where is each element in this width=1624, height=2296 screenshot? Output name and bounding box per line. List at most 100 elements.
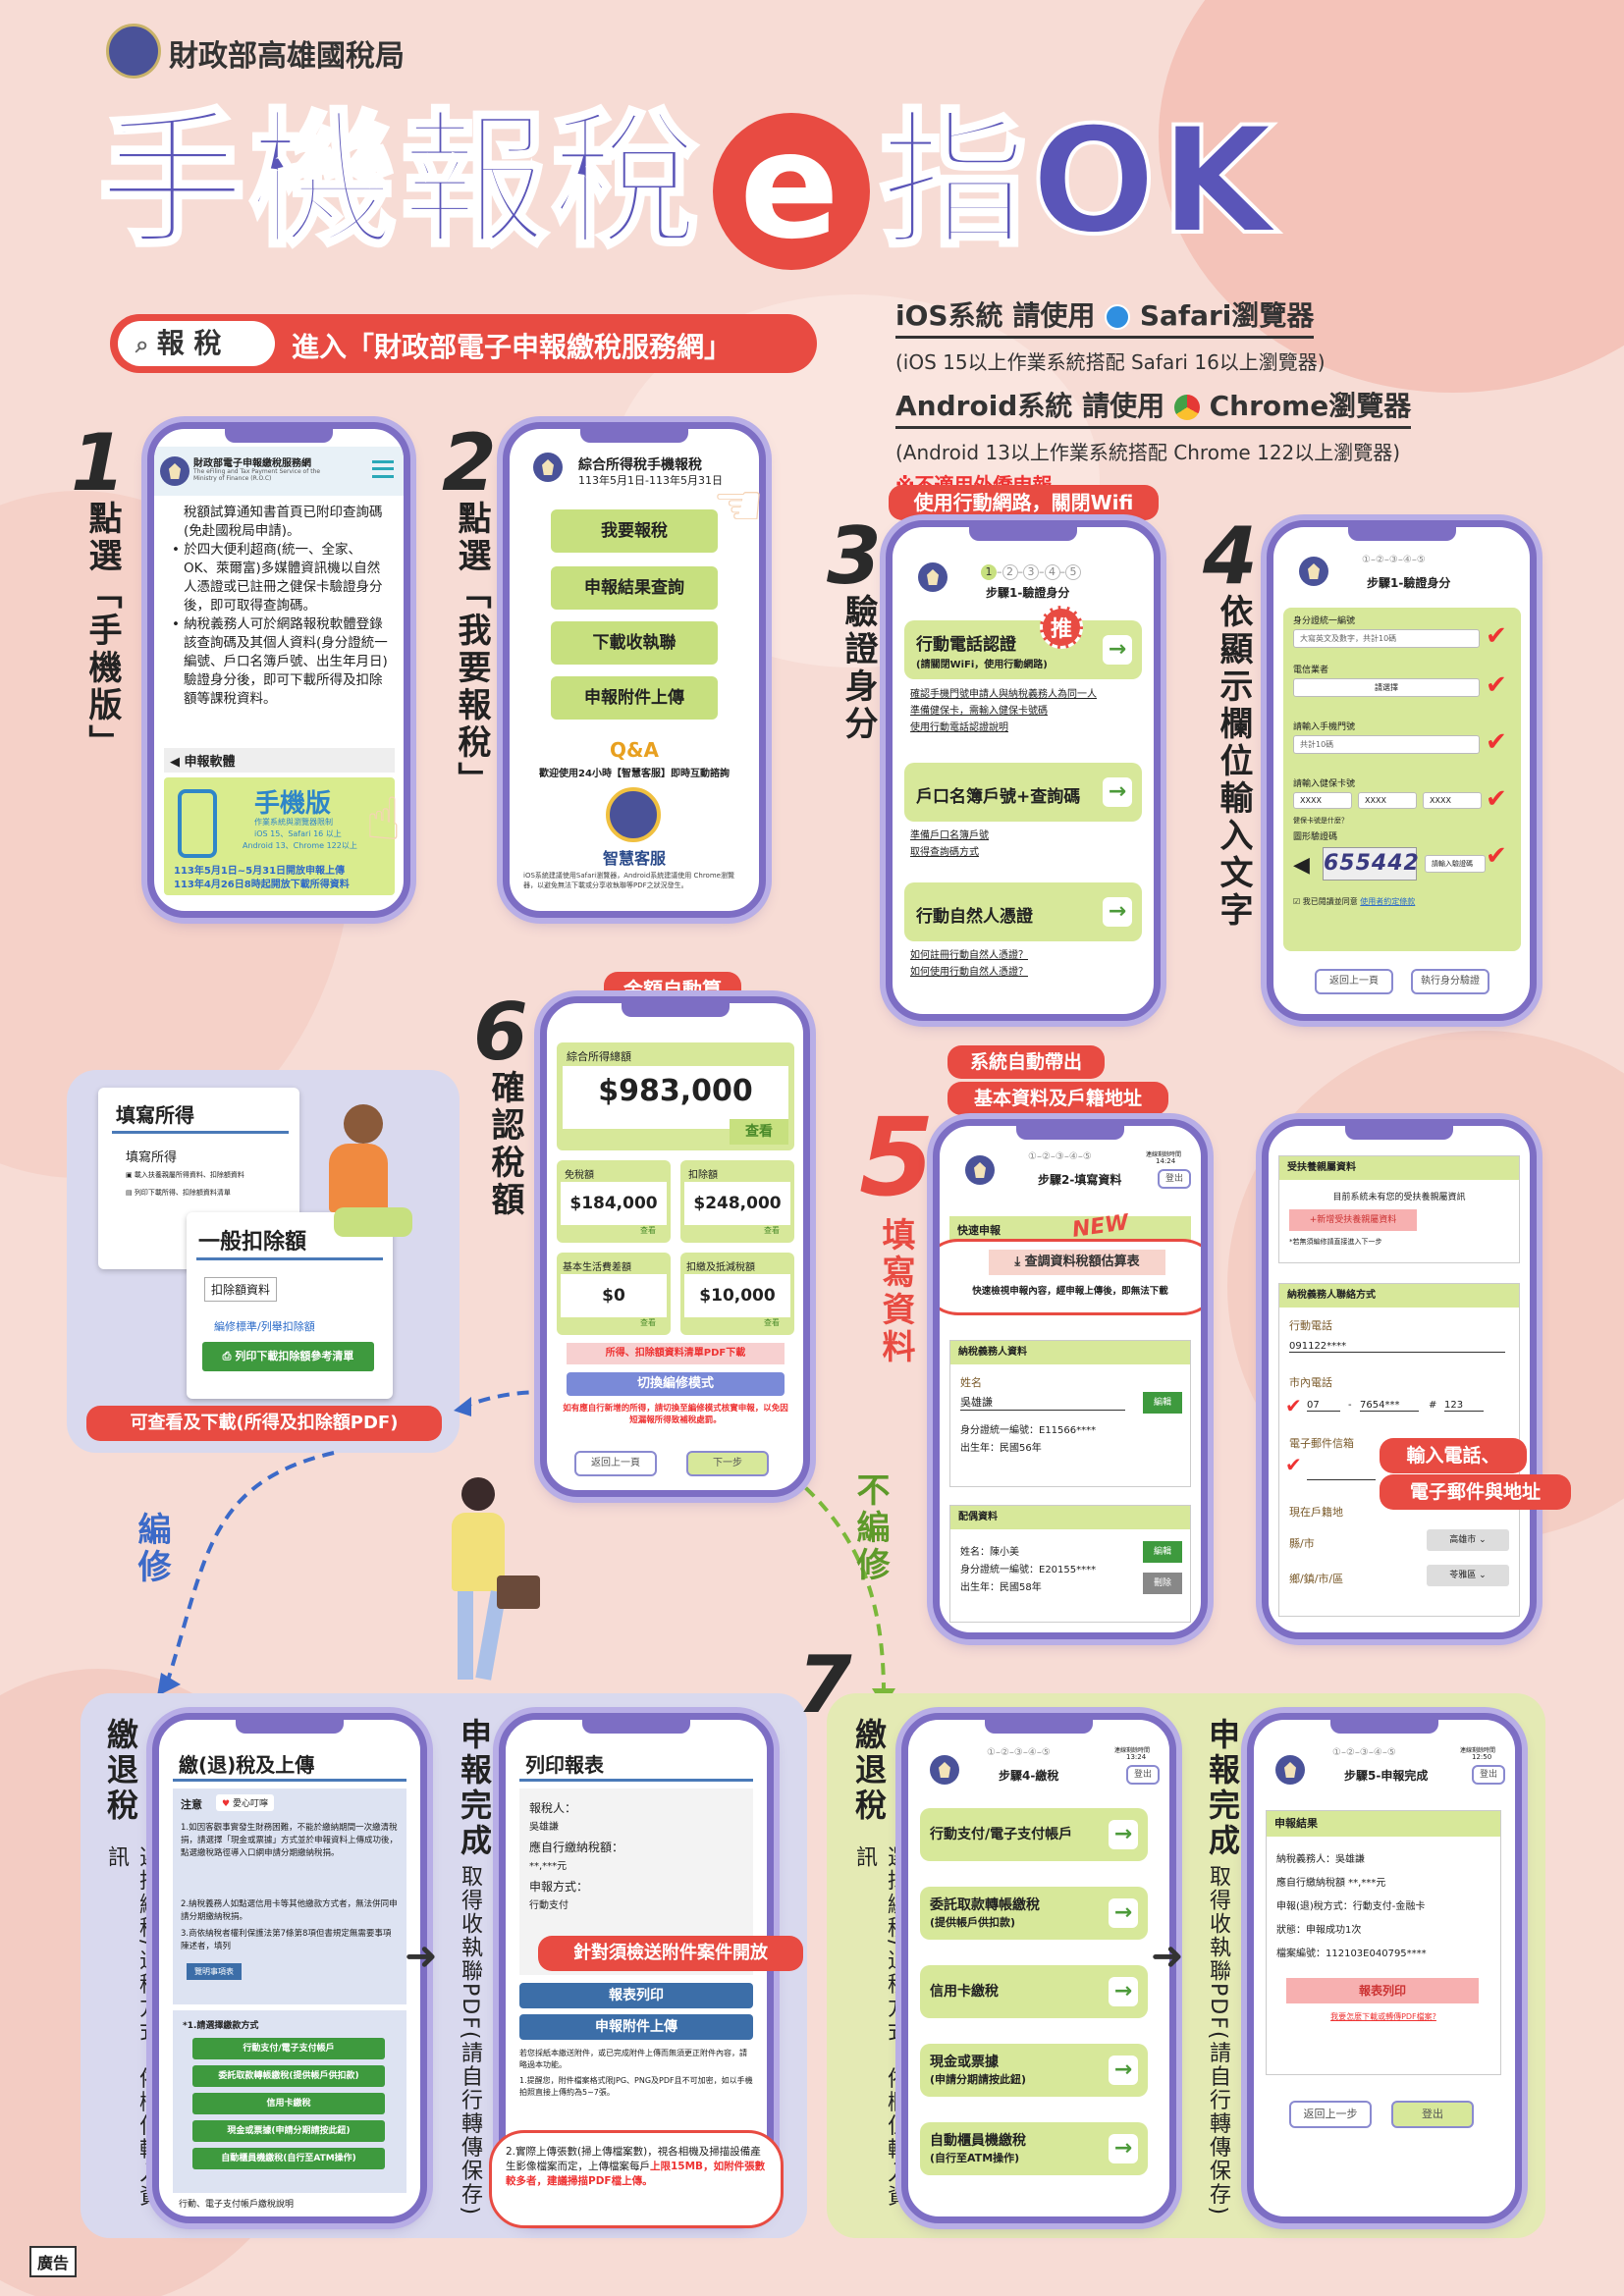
pay-option-atm[interactable]: 自動櫃員機繳稅(自行至ATM操作) [192,2148,385,2169]
link-prepare-card[interactable]: 準備健保卡，需輸入健保卡號碼 [910,706,1048,717]
mobile-auth-option[interactable]: 行動電話認證 (請關閉WiFi，使用行動網路) → [904,620,1142,679]
logout-button[interactable]: 登出 [1158,1169,1191,1189]
mof-logo [1275,1755,1305,1785]
household-code-option[interactable]: 戶口名簿戶號+查詢碼 → [904,763,1142,822]
attachment-upload-button[interactable]: 申報附件上傳 [519,2014,753,2040]
mobile-input[interactable]: 091122**** [1289,1341,1505,1353]
pay-transfer-option[interactable]: 委託取款轉帳繳稅(提供帳戶供扣款)→ [920,1887,1148,1940]
step2-label: 點選「我要報稅」 [452,501,491,799]
speaker-icon[interactable]: ◀ [1293,853,1310,878]
tel-area-input[interactable]: 07 [1307,1400,1340,1412]
pay-option-credit[interactable]: 信用卡繳稅 [192,2093,385,2114]
link-confirm-phone[interactable]: 確認手機門號申請人與納稅義務人為同一人 [910,689,1097,700]
pay-option-cash[interactable]: 現金或票據(申請分期請按此鈕) [192,2120,385,2142]
query-result-button[interactable]: 申報結果查詢 [551,566,718,610]
pay-credit-option[interactable]: 信用卡繳稅→ [920,1965,1148,2018]
safari-icon [1105,304,1131,330]
arrow-right-icon: → [1103,635,1132,665]
menu-icon[interactable] [372,460,394,478]
edit-mode-button[interactable]: 切換編修模式 [567,1372,785,1396]
back-step-button[interactable]: 返回上一步 [1289,2101,1372,2128]
email-input[interactable] [1307,1467,1376,1480]
tel-number-input[interactable]: 7654*** [1360,1400,1419,1412]
arrow-right-icon: → [1109,1898,1138,1928]
logout-button[interactable]: 登出 [1126,1765,1160,1785]
logout-final-button[interactable]: 登出 [1391,2101,1474,2128]
check-icon: ✔ [1285,1453,1302,1476]
megaphone-icon: ◀ [170,755,180,770]
card-input-2[interactable]: XXXX [1358,792,1417,809]
edit-button[interactable]: 編輯 [1143,1541,1182,1563]
link-auth-guide[interactable]: 使用行動電話認證說明 [910,722,1008,733]
search-icon: ⌕ [135,331,157,358]
view-button[interactable]: 查看 [764,1318,780,1327]
qa-title[interactable]: Q&A [610,738,659,762]
search-pill[interactable]: ⌕ 報 稅 [118,321,275,366]
verify-button[interactable]: 執行身分驗證 [1411,969,1489,994]
print-deduction-button[interactable]: ⎙ 列印下載扣除額參考清單 [202,1342,374,1371]
chatbot-label[interactable]: 智慧客服 [602,849,666,868]
step4-phone: ①–②–③–④–⑤ 步驟1-驗證身分 身分證統一編號 大寫英文及數字，共計10碼… [1267,520,1537,1021]
search-bar: ⌕ 報 稅 進入「財政部電子申報繳稅服務網」 [110,314,817,373]
mobile-cert-option[interactable]: 行動自然人憑證 → [904,882,1142,941]
hand-pointer-icon: ☝ [365,785,402,854]
arrow-to-edit-panel [454,1390,588,1416]
hand-pointer-icon-2: ☜ [712,471,765,540]
phone-number-input[interactable]: 共計10碼 [1293,735,1480,754]
print-report-button[interactable]: 報表列印 [1286,1978,1479,2003]
pay-mobile-option[interactable]: 行動支付/電子支付帳戶→ [920,1808,1148,1861]
report-print-button[interactable]: 報表列印 [519,1983,753,2008]
district-select[interactable]: 苓雅區 ⌄ [1427,1565,1509,1586]
logout-button[interactable]: 登出 [1472,1765,1505,1785]
view-button[interactable]: 查看 [640,1226,656,1235]
pdf-download-link[interactable]: 所得、扣除額資料清單PDF下載 [567,1343,785,1364]
link-use-cert[interactable]: 如何使用行動自然人憑證？ [910,967,1028,978]
card-help-link[interactable]: 健保卡號是什麼？ [1293,817,1348,825]
file-tax-button[interactable]: 我要報稅 [551,509,718,553]
step6-label: 確認稅額 [485,1070,524,1219]
basic-box: 基本生活費差額 $0 查看 [557,1253,671,1335]
city-select[interactable]: 高雄市 ⌄ [1427,1529,1509,1551]
edit-deduction-link[interactable]: 編修標準/列舉扣除額 [214,1320,315,1333]
tel-ext-input[interactable]: 123 [1444,1400,1484,1412]
chatbot-icon[interactable] [606,787,661,842]
carrier-select[interactable]: 請選擇 [1293,678,1480,697]
attachment-callout: 針對須檢送附件案件開放 [538,1936,803,1971]
back-button[interactable]: 返回上一頁 [574,1451,657,1476]
right-pay-label-title: 繳退稅 [850,1718,888,1824]
agree-checkbox[interactable]: ☑ 我已閱讀並同意 使用者約定條款 [1293,897,1416,906]
view-button[interactable]: 查看 [640,1318,656,1327]
upload-attachment-button[interactable]: 申報附件上傳 [551,676,718,720]
delete-button[interactable]: 刪除 [1143,1573,1182,1594]
link-household[interactable]: 準備戶口名簿戶號 [910,830,989,841]
arrow-right-icon: → [1103,777,1132,807]
link-query-code[interactable]: 取得查詢碼方式 [910,847,979,858]
print-list-row[interactable]: ▤ 列印下載所得、扣除額資料清單 [126,1189,231,1197]
add-dependent-button[interactable]: +新增受扶養親屬資料 [1289,1209,1417,1231]
card-input-1[interactable]: XXXX [1293,792,1352,809]
statement-button[interactable]: 覽明事項表 [187,1963,242,1980]
pay-option-mobile[interactable]: 行動支付/電子支付帳戶 [192,2038,385,2059]
load-dependents-row[interactable]: ▣ 載入扶養親屬所得資料、扣除額資料 [126,1171,244,1179]
download-receipt-button[interactable]: 下載收執聯 [551,621,718,665]
card-input-3[interactable]: XXXX [1423,792,1482,809]
print-icon: ▤ [126,1189,133,1197]
check-icon: ✔ [1486,841,1507,871]
mobile-version-card[interactable]: 手機版 作業系統與瀏覽器限制 iOS 15、Safari 16 以上 Andro… [164,777,395,895]
id-number-input[interactable]: 大寫英文及數字，共計10碼 [1293,629,1480,648]
view-button[interactable]: 查看 [730,1119,788,1145]
check-icon: ✔ [1486,784,1507,814]
next-button[interactable]: 下一步 [686,1451,769,1476]
captcha-input[interactable]: 請輸入驗證碼 [1425,855,1486,873]
check-icon: ✔ [1285,1394,1302,1417]
pay-option-transfer[interactable]: 委託取款轉帳繳稅(提供帳戶供扣款) [192,2065,385,2087]
view-button[interactable]: 查看 [764,1226,780,1235]
estimate-button[interactable]: ⤓ 查調資料稅額估算表 [989,1250,1165,1275]
pay-atm-option[interactable]: 自動櫃員機繳稅(自行至ATM操作)→ [920,2122,1148,2175]
pay-cash-option[interactable]: 現金或票據(申請分期請按此鈕)→ [920,2044,1148,2097]
mof-logo [918,562,947,592]
edit-button[interactable]: 編輯 [1143,1392,1182,1414]
pdf-help-link[interactable]: 我要怎麼下載或轉傳PDF檔案? [1330,2012,1436,2021]
link-register-cert[interactable]: 如何註冊行動自然人憑證？ [910,950,1028,961]
back-button[interactable]: 返回上一頁 [1315,969,1393,994]
